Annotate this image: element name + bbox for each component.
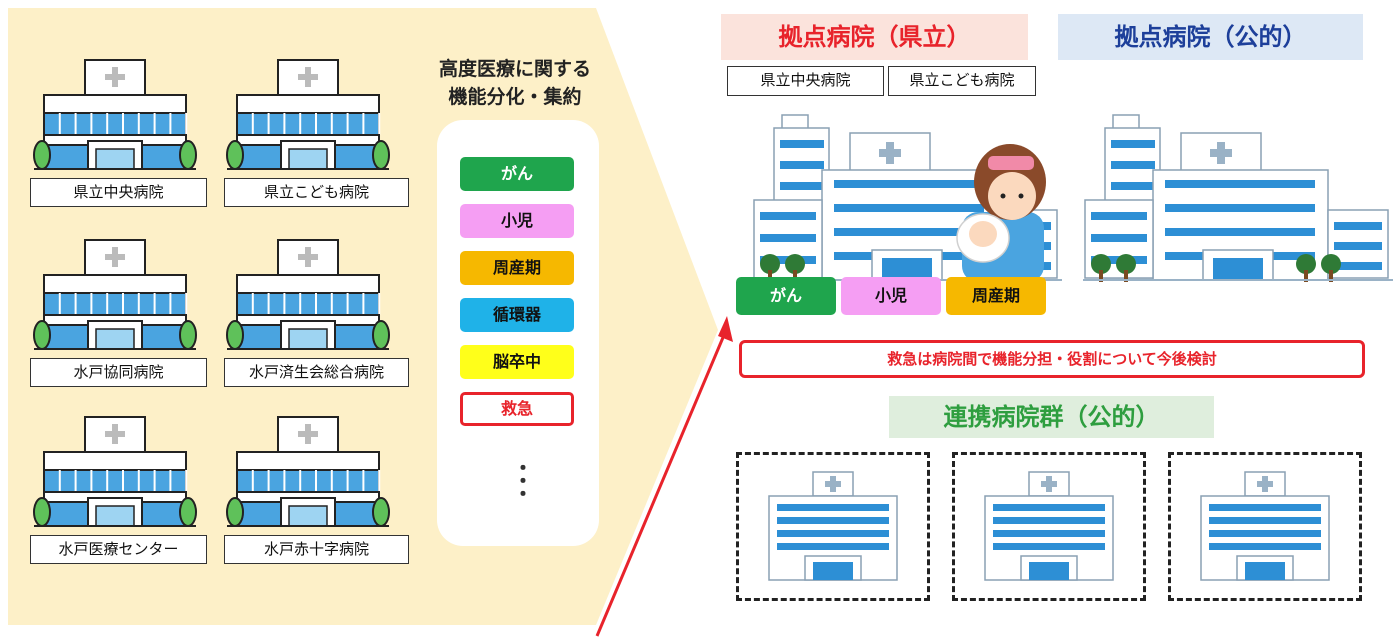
hospital-icon <box>223 412 393 552</box>
hub-perinatal-badge: 周産期 <box>946 277 1046 315</box>
function-pill: 循環器 <box>460 298 574 332</box>
network-hospital-box <box>952 452 1146 601</box>
network-title: 連携病院群（公的） <box>889 396 1214 438</box>
function-pill: 救急 <box>460 392 574 426</box>
functions-panel <box>437 120 599 546</box>
functions-heading: 高度医療に関する 機能分化・集約 <box>438 58 591 108</box>
function-pill: 脳卒中 <box>460 345 574 379</box>
hospital-name-label: 水戸赤十字病院 <box>224 535 409 564</box>
hospital-name-label: 県立こども病院 <box>224 178 409 207</box>
nurse-with-baby-illustration <box>956 144 1046 282</box>
hospital-name-label: 県立中央病院 <box>30 178 207 207</box>
hospital-name-label: 水戸医療センター <box>30 535 207 564</box>
hospital-icon <box>223 235 393 375</box>
emergency-note: 救急は病院間で機能分担・役割について今後検討 <box>739 340 1365 378</box>
hospital-icon <box>30 235 200 375</box>
hub-pediatric-badge: 小児 <box>841 277 941 315</box>
hub-pref-hospital-1: 県立中央病院 <box>727 66 884 96</box>
function-pill: 小児 <box>460 204 574 238</box>
network-hospital-box <box>736 452 930 601</box>
hub-pref-hospital-2: 県立こども病院 <box>888 66 1036 96</box>
function-pill: 周産期 <box>460 251 574 285</box>
hub-cancer-badge: がん <box>736 277 836 315</box>
hospital-name-label: 水戸済生会総合病院 <box>224 358 409 387</box>
hub-pref-title: 拠点病院（県立） <box>721 14 1028 60</box>
hospital-icon <box>223 55 393 195</box>
function-pill: がん <box>460 157 574 191</box>
hospital-icon <box>30 412 200 552</box>
network-hospital-box <box>1168 452 1362 601</box>
hospital-name-label: 水戸協同病院 <box>30 358 207 387</box>
hospital-icon <box>30 55 200 195</box>
hub-public-title: 拠点病院（公的） <box>1058 14 1363 60</box>
